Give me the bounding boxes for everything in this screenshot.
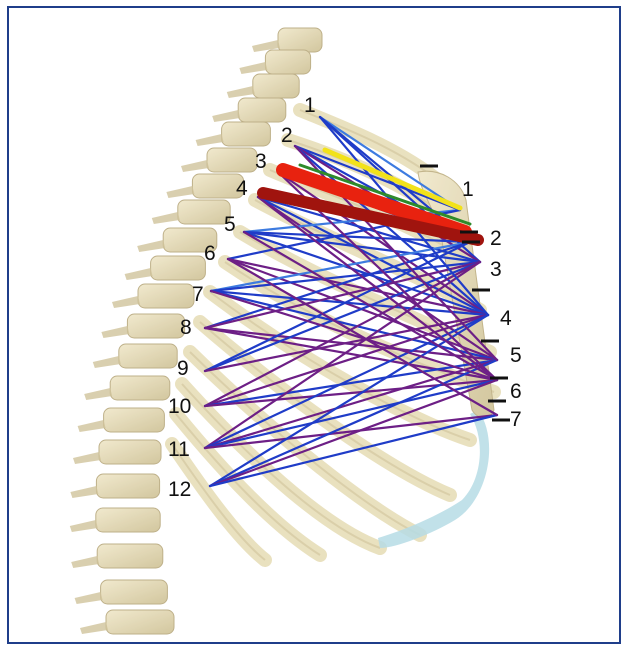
- vertebral-column: [70, 28, 322, 634]
- spinous-process: [70, 520, 98, 532]
- vertebra-body: [127, 314, 184, 338]
- sternum-label-3: 3: [490, 258, 502, 281]
- spinous-process: [78, 420, 106, 432]
- spinous-process: [239, 62, 267, 74]
- vertebra-body: [99, 440, 161, 464]
- vertebra-body: [138, 284, 194, 308]
- spinous-process: [227, 86, 255, 98]
- vertebra-label-2: 2: [281, 124, 293, 147]
- vertebra-label-12: 12: [168, 478, 191, 501]
- vertebra-label-3: 3: [255, 150, 267, 173]
- vertebra-label-7: 7: [192, 283, 204, 306]
- spinous-process: [93, 356, 121, 368]
- vertebra-body: [97, 544, 163, 568]
- vertebra-label-5: 5: [224, 213, 236, 236]
- vertebra-body: [278, 28, 322, 52]
- spinous-process: [84, 388, 112, 400]
- vertebra-body: [110, 376, 170, 400]
- spine-and-ribs-illustration: [70, 28, 494, 634]
- spinous-process: [101, 326, 129, 338]
- spinous-process: [166, 186, 194, 198]
- sternum-label-5: 5: [510, 344, 522, 367]
- vertebra-label-9: 9: [177, 357, 189, 380]
- spinous-process: [212, 110, 240, 122]
- vertebra-body: [96, 474, 159, 498]
- spinous-process: [70, 486, 98, 498]
- vertebra-label-1: 1: [304, 94, 316, 117]
- vertebra-body: [265, 50, 310, 74]
- spinous-process: [181, 160, 209, 172]
- vertebra-body: [178, 200, 230, 224]
- vertebra-body: [222, 122, 271, 146]
- vertebra-body: [96, 508, 160, 532]
- vertebra-label-10: 10: [168, 395, 191, 418]
- vertebra-body: [238, 98, 286, 122]
- vertebra-body: [101, 580, 168, 604]
- spinous-process: [137, 240, 165, 252]
- spinous-process: [71, 556, 99, 568]
- sternum-label-7: 7: [510, 408, 522, 431]
- sternum-label-1: 1: [462, 178, 474, 201]
- vertebra-body: [104, 408, 165, 432]
- vertebra-label-11: 11: [168, 438, 190, 461]
- vertebra-body: [106, 610, 174, 634]
- vertebra-body: [253, 74, 299, 98]
- vertebra-body: [151, 256, 206, 280]
- spinous-process: [112, 296, 140, 308]
- spinous-process: [125, 268, 153, 280]
- sternum-label-2: 2: [490, 227, 502, 250]
- vertebra-label-8: 8: [180, 316, 192, 339]
- vertebra-body: [119, 344, 177, 368]
- spinous-process: [73, 452, 101, 464]
- spinous-process: [80, 622, 108, 634]
- sternum-label-6: 6: [510, 380, 522, 403]
- sternum-label-4: 4: [500, 307, 512, 330]
- spinous-process: [152, 212, 180, 224]
- vertebra-label-6: 6: [204, 242, 216, 265]
- spinous-process: [196, 134, 224, 146]
- vertebra-label-4: 4: [236, 177, 248, 200]
- spinous-process: [75, 592, 103, 604]
- vertebra-body: [207, 148, 257, 172]
